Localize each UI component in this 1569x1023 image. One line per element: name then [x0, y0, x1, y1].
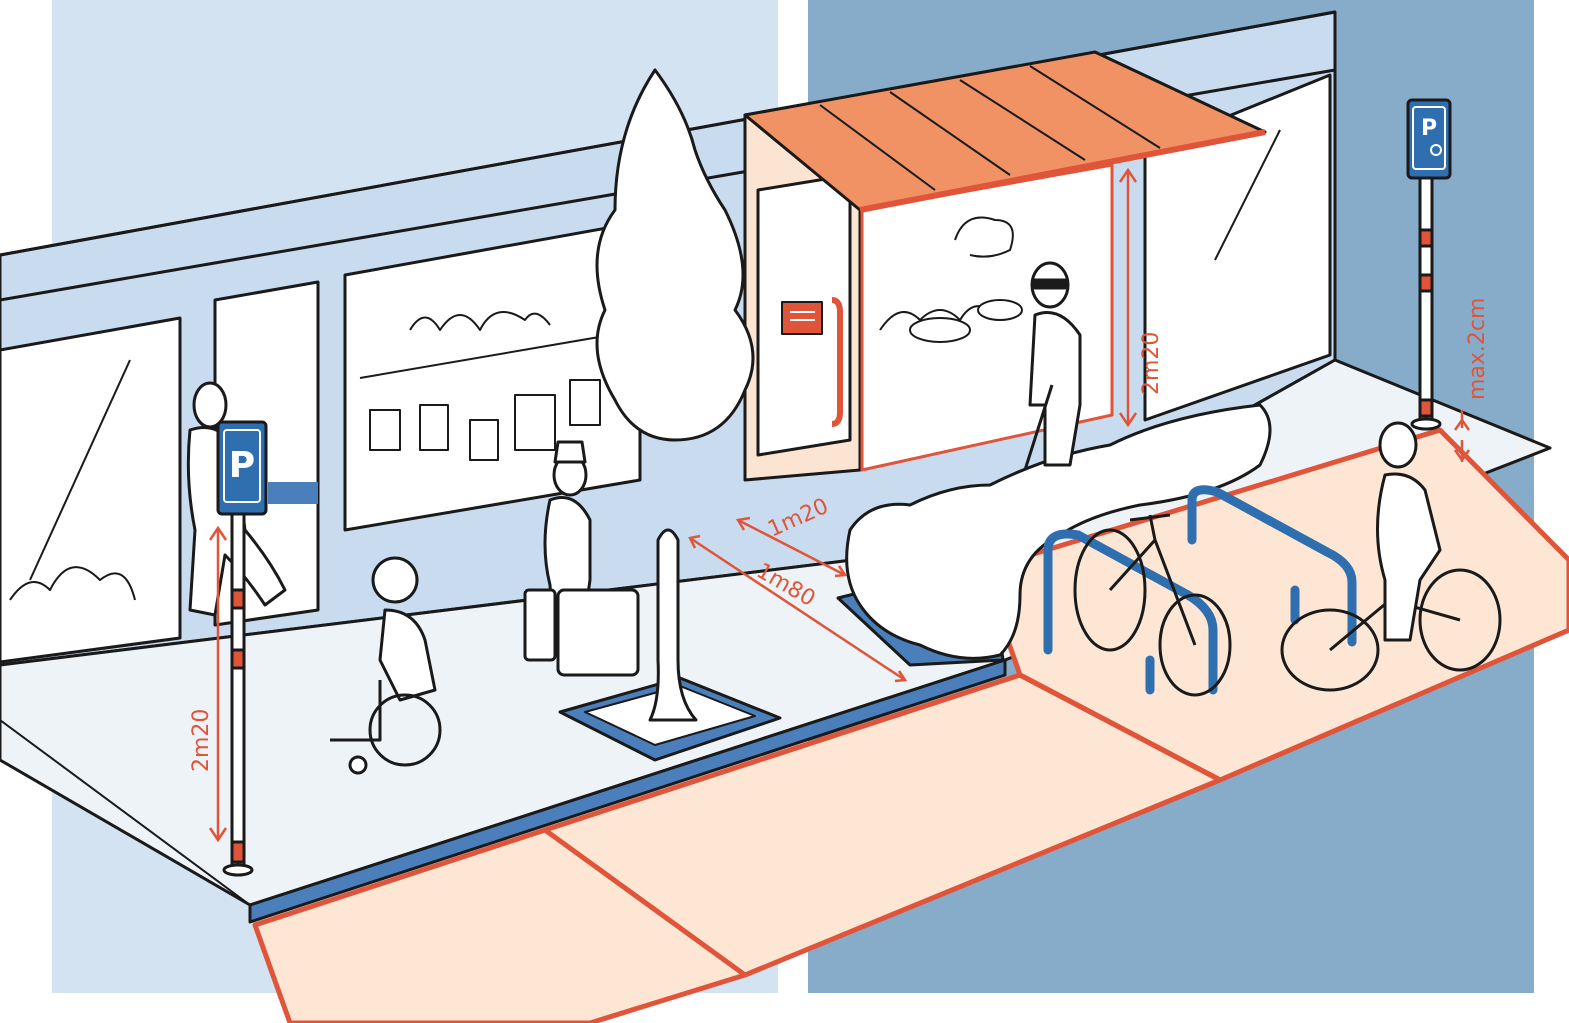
- suitcase: [558, 590, 638, 675]
- shop-window-left: [0, 318, 180, 662]
- disabled-parking-sign-icon: [1408, 100, 1450, 178]
- door-sign: [782, 302, 822, 334]
